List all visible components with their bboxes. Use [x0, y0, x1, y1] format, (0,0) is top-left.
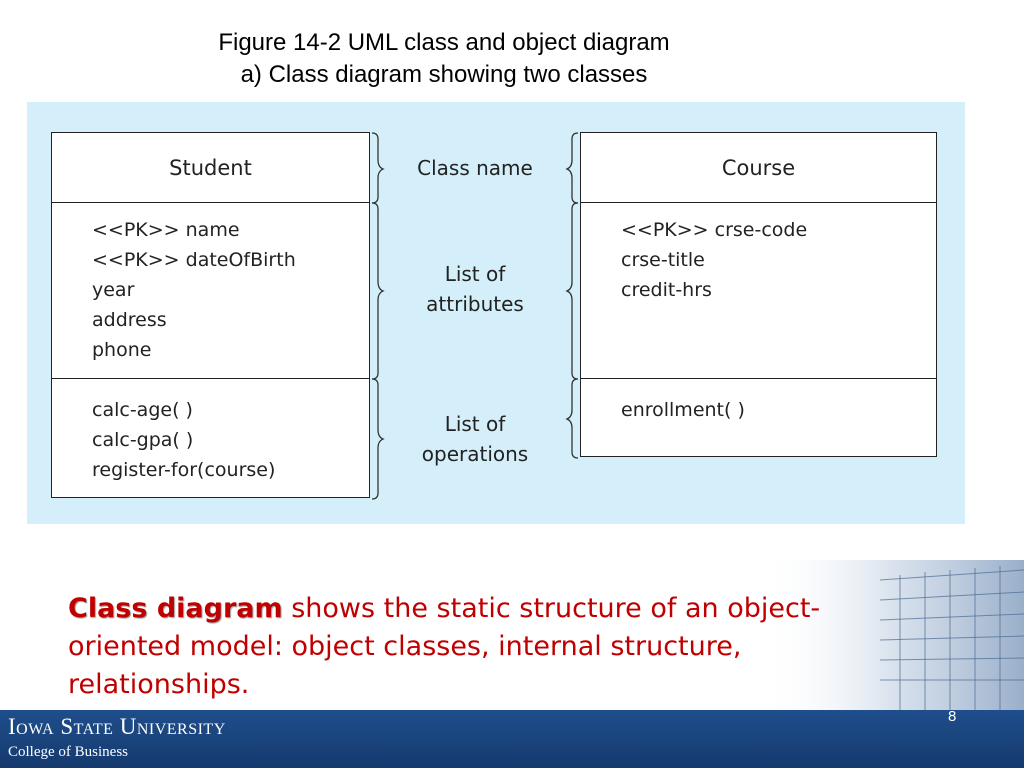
- course-operations: enrollment( ): [581, 379, 936, 456]
- right-brace-class-name: [565, 132, 579, 204]
- student-operation: calc-age( ): [92, 399, 193, 421]
- student-operations: calc-age( ) calc-gpa( ) register-for(cou…: [52, 379, 369, 497]
- course-operation: enrollment( ): [621, 399, 745, 421]
- course-class-box: Course <<PK>> crse-code crse-title credi…: [580, 132, 937, 457]
- class-name-label: Class name: [417, 156, 533, 180]
- student-attribute: year: [92, 279, 135, 301]
- student-attribute: address: [92, 309, 167, 331]
- course-attribute: <<PK>> crse-code: [621, 219, 808, 241]
- class-diagram-caption: Class diagram shows the static structure…: [68, 590, 928, 704]
- left-brace-class-name: [371, 132, 385, 204]
- student-class-name: Student: [52, 133, 369, 203]
- student-class-box: Student <<PK>> name <<PK>> dateOfBirth y…: [51, 132, 370, 498]
- student-operation: register-for(course): [92, 459, 276, 481]
- course-attribute: crse-title: [621, 249, 705, 271]
- uml-diagram-panel: Student <<PK>> name <<PK>> dateOfBirth y…: [27, 102, 965, 524]
- figure-title: Figure 14-2 UML class and object diagram…: [0, 27, 888, 91]
- caption-text: shows the static structure of an object-…: [68, 593, 821, 700]
- student-attribute: <<PK>> name: [92, 219, 240, 241]
- student-attribute: phone: [92, 339, 152, 361]
- course-class-name: Course: [581, 133, 936, 203]
- right-brace-operations: [565, 378, 579, 459]
- bracket-connectors: [371, 132, 579, 500]
- figure-title-line1: Figure 14-2 UML class and object diagram: [218, 29, 670, 56]
- attributes-label: List of attributes: [426, 262, 524, 316]
- course-attributes: <<PK>> crse-code crse-title credit-hrs: [581, 203, 936, 379]
- right-brace-attributes: [565, 202, 579, 380]
- footer-bar: [0, 710, 1024, 768]
- student-operation: calc-gpa( ): [92, 429, 194, 451]
- student-attributes: <<PK>> name <<PK>> dateOfBirth year addr…: [52, 203, 369, 379]
- left-brace-attributes: [371, 202, 385, 380]
- operations-label: List of operations: [421, 412, 529, 466]
- caption-keyword: Class diagram: [68, 593, 283, 624]
- campus-building-image: [760, 560, 1024, 710]
- college-name: College of Business: [8, 744, 128, 760]
- university-name: Iowa State University: [8, 714, 226, 739]
- course-attribute: credit-hrs: [621, 279, 712, 301]
- figure-title-line2: a) Class diagram showing two classes: [240, 61, 648, 88]
- student-attribute: <<PK>> dateOfBirth: [92, 249, 296, 271]
- slide-number: 8: [948, 708, 957, 725]
- left-brace-operations: [371, 378, 385, 500]
